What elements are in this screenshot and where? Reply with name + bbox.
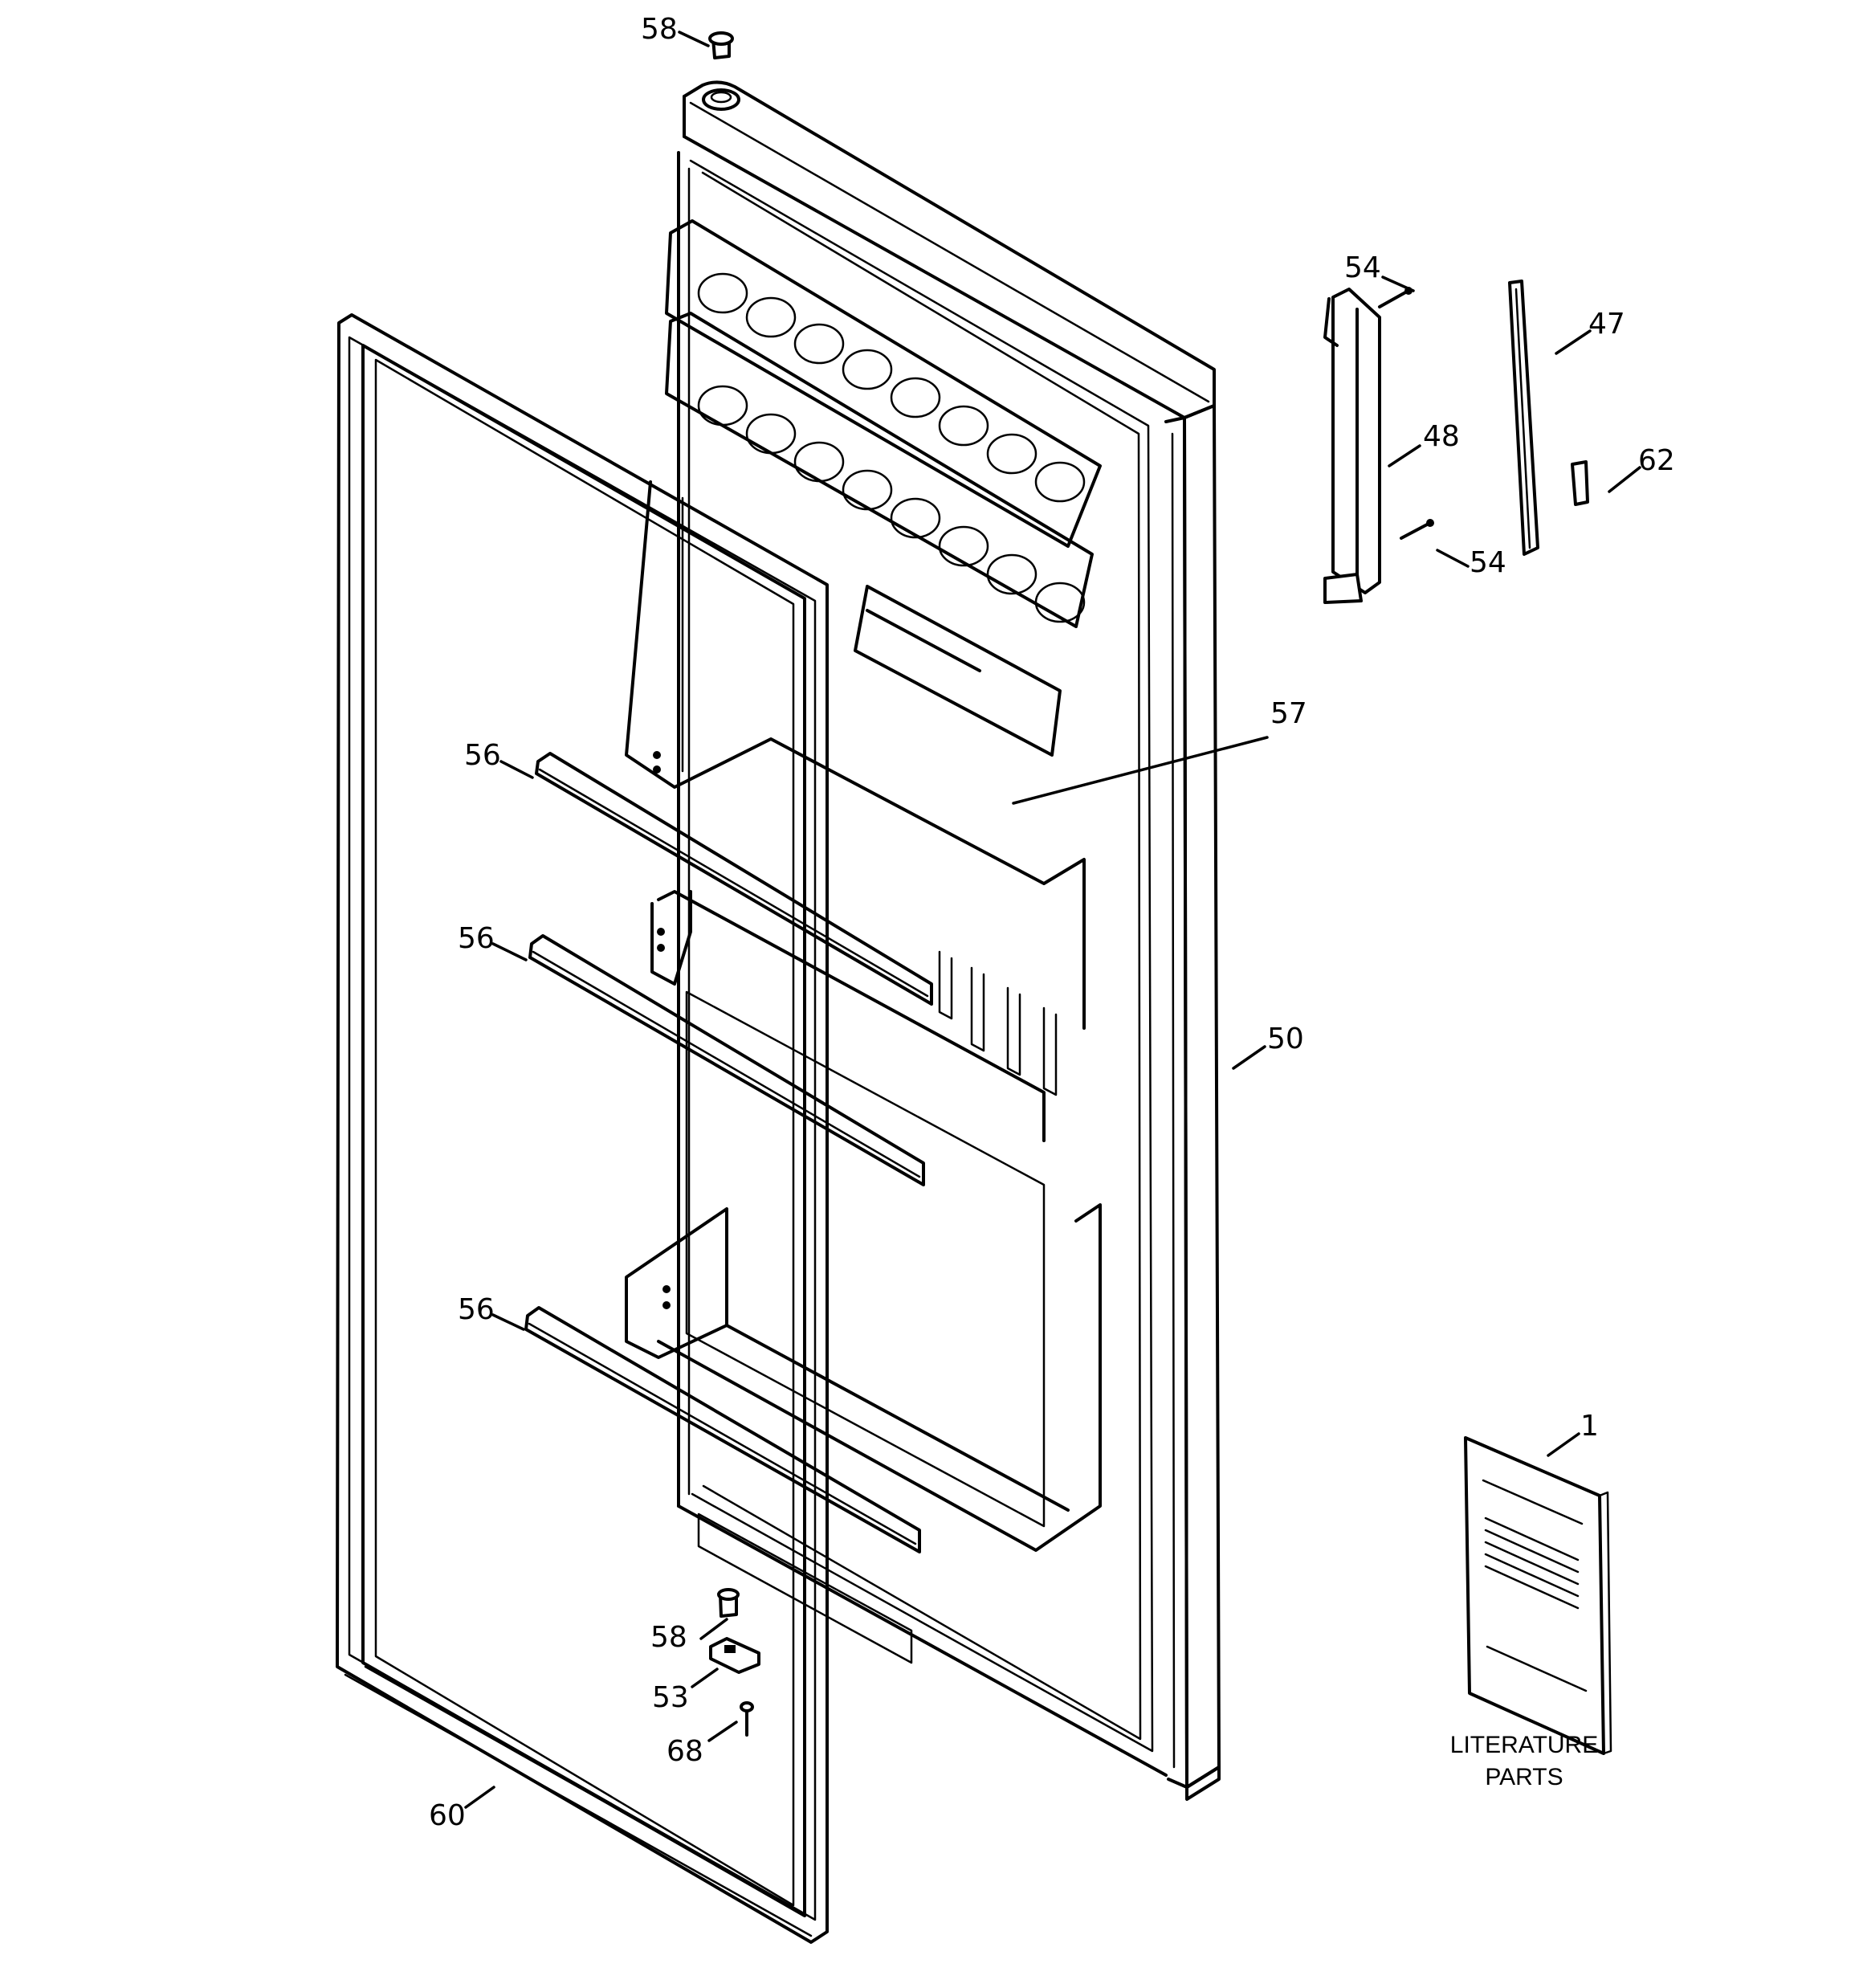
callout-leaders	[464, 31, 1641, 1809]
door-gasket	[336, 313, 829, 1944]
callout-47: 47	[1588, 308, 1625, 341]
handle-trim-47	[1508, 280, 1539, 556]
callout-48: 48	[1423, 420, 1460, 453]
hinge-pin-top	[708, 31, 734, 59]
callout-57: 57	[1270, 697, 1307, 730]
callout-56-lower: 56	[458, 1293, 495, 1326]
callout-53: 53	[652, 1681, 689, 1714]
shelf-rail-lower	[524, 1306, 921, 1553]
callout-labels: 58 54 47 48 62 54 57 56 56 56 50 1 58 53…	[429, 13, 1675, 1832]
screw-68	[740, 1701, 754, 1737]
literature-label-line1: LITERATURE	[1450, 1732, 1598, 1758]
callout-1: 1	[1580, 1410, 1599, 1443]
callout-60: 60	[429, 1799, 466, 1832]
literature-booklet	[1464, 1436, 1612, 1755]
literature-parts-label: LITERATURE PARTS	[1450, 1732, 1598, 1790]
shelf-rail-middle	[528, 934, 925, 1186]
shelf-rail-upper	[535, 752, 933, 1006]
screw-54-top	[1378, 287, 1413, 308]
hinge-pin-bottom	[717, 1588, 740, 1618]
callout-56-middle: 56	[458, 922, 495, 955]
door-handle-48	[1323, 288, 1381, 604]
callout-58-top: 58	[641, 13, 678, 46]
callout-62: 62	[1638, 444, 1675, 477]
callout-58-bottom: 58	[650, 1621, 687, 1654]
callout-54-bottom: 54	[1470, 546, 1506, 579]
callout-50: 50	[1267, 1023, 1304, 1055]
callout-54-top: 54	[1344, 251, 1381, 284]
literature-label-line2: PARTS	[1485, 1764, 1563, 1790]
hinge-bracket	[709, 1637, 760, 1674]
screw-54-bottom	[1400, 519, 1434, 540]
callout-56-upper: 56	[464, 739, 501, 772]
door-assembly	[625, 80, 1221, 1801]
nameplate-62	[1571, 460, 1589, 506]
callout-68: 68	[667, 1735, 703, 1768]
